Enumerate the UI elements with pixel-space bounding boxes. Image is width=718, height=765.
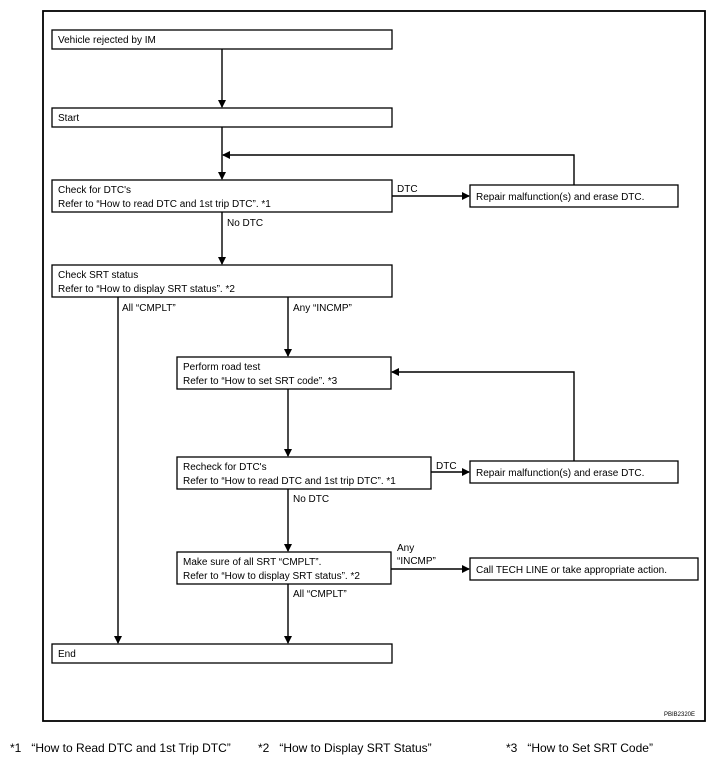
any-incmp-label-1: Any “INCMP” [293, 303, 352, 314]
all-cmplt-label-2: All “CMPLT” [293, 589, 347, 600]
check-srt-box [51, 264, 393, 298]
road-test-box [176, 356, 392, 390]
footnote-2: *2 “How to Display SRT Status” [258, 741, 432, 755]
end-text: End [58, 649, 76, 660]
check-dtc-box [51, 179, 393, 213]
any-incmp-label-2b: “INCMP” [397, 556, 436, 567]
vehicle-rejected-text: Vehicle rejected by IM [58, 35, 156, 46]
make-sure-line2: Refer to “How to display SRT status”. *2 [183, 571, 360, 582]
tech-line-text: Call TECH LINE or take appropriate actio… [476, 565, 667, 576]
repair-text-1: Repair malfunction(s) and erase DTC. [476, 192, 644, 203]
tech-line-box [469, 557, 699, 581]
dtc-label-2: DTC [436, 461, 457, 472]
start-text: Start [58, 113, 79, 124]
dtc-label-1: DTC [397, 184, 418, 195]
recheck-dtc-line2: Refer to “How to read DTC and 1st trip D… [183, 476, 396, 487]
no-dtc-label-2: No DTC [293, 494, 329, 505]
arrow-repair-1-loop [222, 151, 575, 185]
recheck-dtc-box [176, 456, 432, 490]
recheck-dtc-line1: Recheck for DTC's [183, 462, 267, 473]
make-sure-box [176, 551, 392, 585]
all-cmplt-label-1: All “CMPLT” [122, 303, 176, 314]
diagram-frame [42, 10, 706, 722]
make-sure-line1: Make sure of all SRT “CMPLT”. [183, 557, 321, 568]
footnote-1: *1 “How to Read DTC and 1st Trip DTC” [10, 741, 231, 755]
start-box [51, 107, 393, 128]
repair-text-2: Repair malfunction(s) and erase DTC. [476, 468, 644, 479]
any-incmp-label-2a: Any [397, 543, 414, 554]
reference-code: PBIB2320E [664, 712, 695, 718]
footnote-3: *3 “How to Set SRT Code” [506, 741, 653, 755]
end-box [51, 643, 393, 664]
check-srt-line1: Check SRT status [58, 270, 138, 281]
arrow-repair-2-loop [391, 368, 575, 461]
no-dtc-label-1: No DTC [227, 218, 263, 229]
check-dtc-line2: Refer to “How to read DTC and 1st trip D… [58, 199, 271, 210]
check-srt-line2: Refer to “How to display SRT status”. *2 [58, 284, 235, 295]
road-test-line1: Perform road test [183, 362, 260, 373]
check-dtc-line1: Check for DTC's [58, 185, 131, 196]
road-test-line2: Refer to “How to set SRT code”. *3 [183, 376, 338, 387]
